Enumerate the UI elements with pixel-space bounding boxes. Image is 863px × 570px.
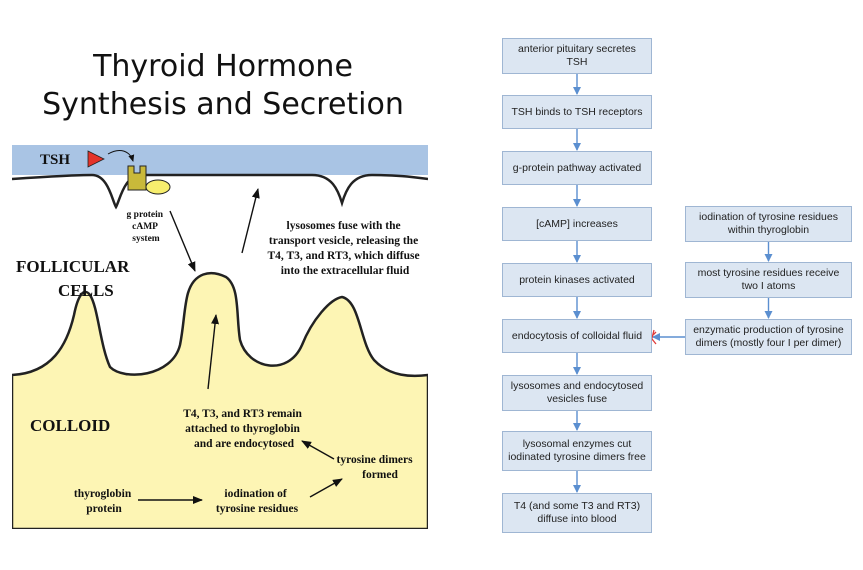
dimers-note: tyrosine dimers formed (336, 454, 415, 481)
arrow-remain-to-vesicle (207, 314, 220, 390)
flow-step-1: anterior pituitary secretes TSH (502, 38, 652, 74)
flow-step-4: [cAMP] increases (502, 207, 652, 241)
arrow-dimers-to-remain (301, 440, 335, 460)
flow-step-5: protein kinases activated (502, 263, 652, 297)
flow-side-step-3: enzymatic production of tyrosine dimers … (685, 319, 852, 355)
apical-membrane (12, 173, 428, 210)
flow-step-7: lysosomes and endocytosed vesicles fuse (502, 375, 652, 411)
tsh-receptor-icon (127, 165, 147, 191)
thyroglobin-label: thyroglobin protein (74, 488, 134, 515)
flow-side-step-1: iodination of tyrosine residues within t… (685, 206, 852, 242)
title-line-2: Synthesis and Secretion (42, 87, 404, 122)
arrow-release (241, 188, 260, 254)
arrow-gprotein-to-vesicle (169, 210, 196, 272)
flow-step-3: g-protein pathway activated (502, 151, 652, 185)
flow-step-9: T4 (and some T3 and RT3) diffuse into bl… (502, 493, 652, 533)
follicle-diagram: TSH g protein cAMP system lysosomes fuse… (12, 145, 428, 529)
flow-step-2: TSH binds to TSH receptors (502, 95, 652, 129)
colloid-label: COLLOID (30, 416, 110, 435)
remain-note: T4, T3, and RT3 remain attached to thyro… (183, 408, 305, 450)
flow-step-8: lysosomal enzymes cut iodinated tyrosine… (502, 431, 652, 471)
slide-title: Thyroid Hormone Synthesis and Secretion (12, 48, 434, 124)
tsh-binding-arrow (107, 150, 135, 162)
arrow-iodination-to-dimers (309, 478, 343, 498)
tsh-marker-icon (87, 150, 105, 168)
colloid-region (12, 272, 428, 529)
iodination-label: iodination of tyrosine residues (216, 488, 299, 515)
tsh-label: TSH (40, 152, 70, 168)
lysosome-note: lysosomes fuse with the transport vesicl… (268, 220, 423, 277)
follicular-cells-label: FOLLICULAR CELLS (16, 257, 134, 300)
title-line-1: Thyroid Hormone (93, 49, 353, 84)
gprotein-label: g protein cAMP system (127, 210, 166, 244)
flow-step-6: endocytosis of colloidal fluid (502, 319, 652, 353)
gprotein-icon (145, 179, 171, 195)
flow-side-step-2: most tyrosine residues receive two I ato… (685, 262, 852, 298)
